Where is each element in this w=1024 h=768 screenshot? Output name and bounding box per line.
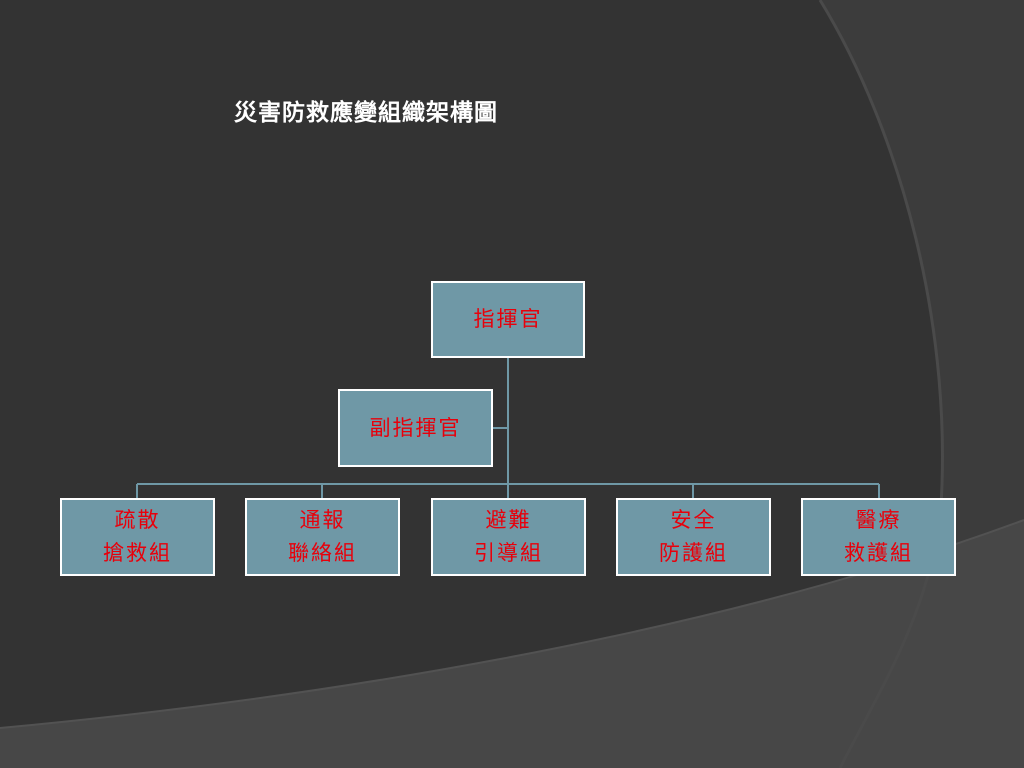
vice-commander-label: 副指揮官 bbox=[369, 415, 462, 440]
chart-title: 災害防救應變組織架構圖 bbox=[234, 99, 498, 126]
vice-commander-node: 副指揮官 bbox=[338, 389, 493, 467]
group-node-medical-rescue: 醫療 救護組 bbox=[801, 498, 956, 576]
group-label-line1: 醫療 bbox=[855, 508, 902, 532]
group-label-line2: 救護組 bbox=[844, 541, 913, 565]
commander-node: 指揮官 bbox=[431, 281, 585, 358]
group-label-line2: 引導組 bbox=[474, 541, 543, 565]
group-label-line1: 通報 bbox=[299, 508, 346, 532]
group-label-line1: 避難 bbox=[485, 508, 532, 532]
group-label-line2: 防護組 bbox=[659, 541, 728, 565]
commander-label: 指揮官 bbox=[473, 307, 543, 331]
group-node-shelter-guidance: 避難 引導組 bbox=[431, 498, 586, 576]
group-label-line1: 疏散 bbox=[114, 508, 161, 532]
group-node-evacuation-rescue: 疏散 搶救組 bbox=[60, 498, 215, 576]
group-label-line1: 安全 bbox=[670, 508, 717, 532]
group-node-notification-liaison: 通報 聯絡組 bbox=[245, 498, 400, 576]
group-node-safety-protection: 安全 防護組 bbox=[616, 498, 771, 576]
group-label-line2: 聯絡組 bbox=[288, 541, 357, 565]
group-label-line2: 搶救組 bbox=[103, 541, 172, 565]
